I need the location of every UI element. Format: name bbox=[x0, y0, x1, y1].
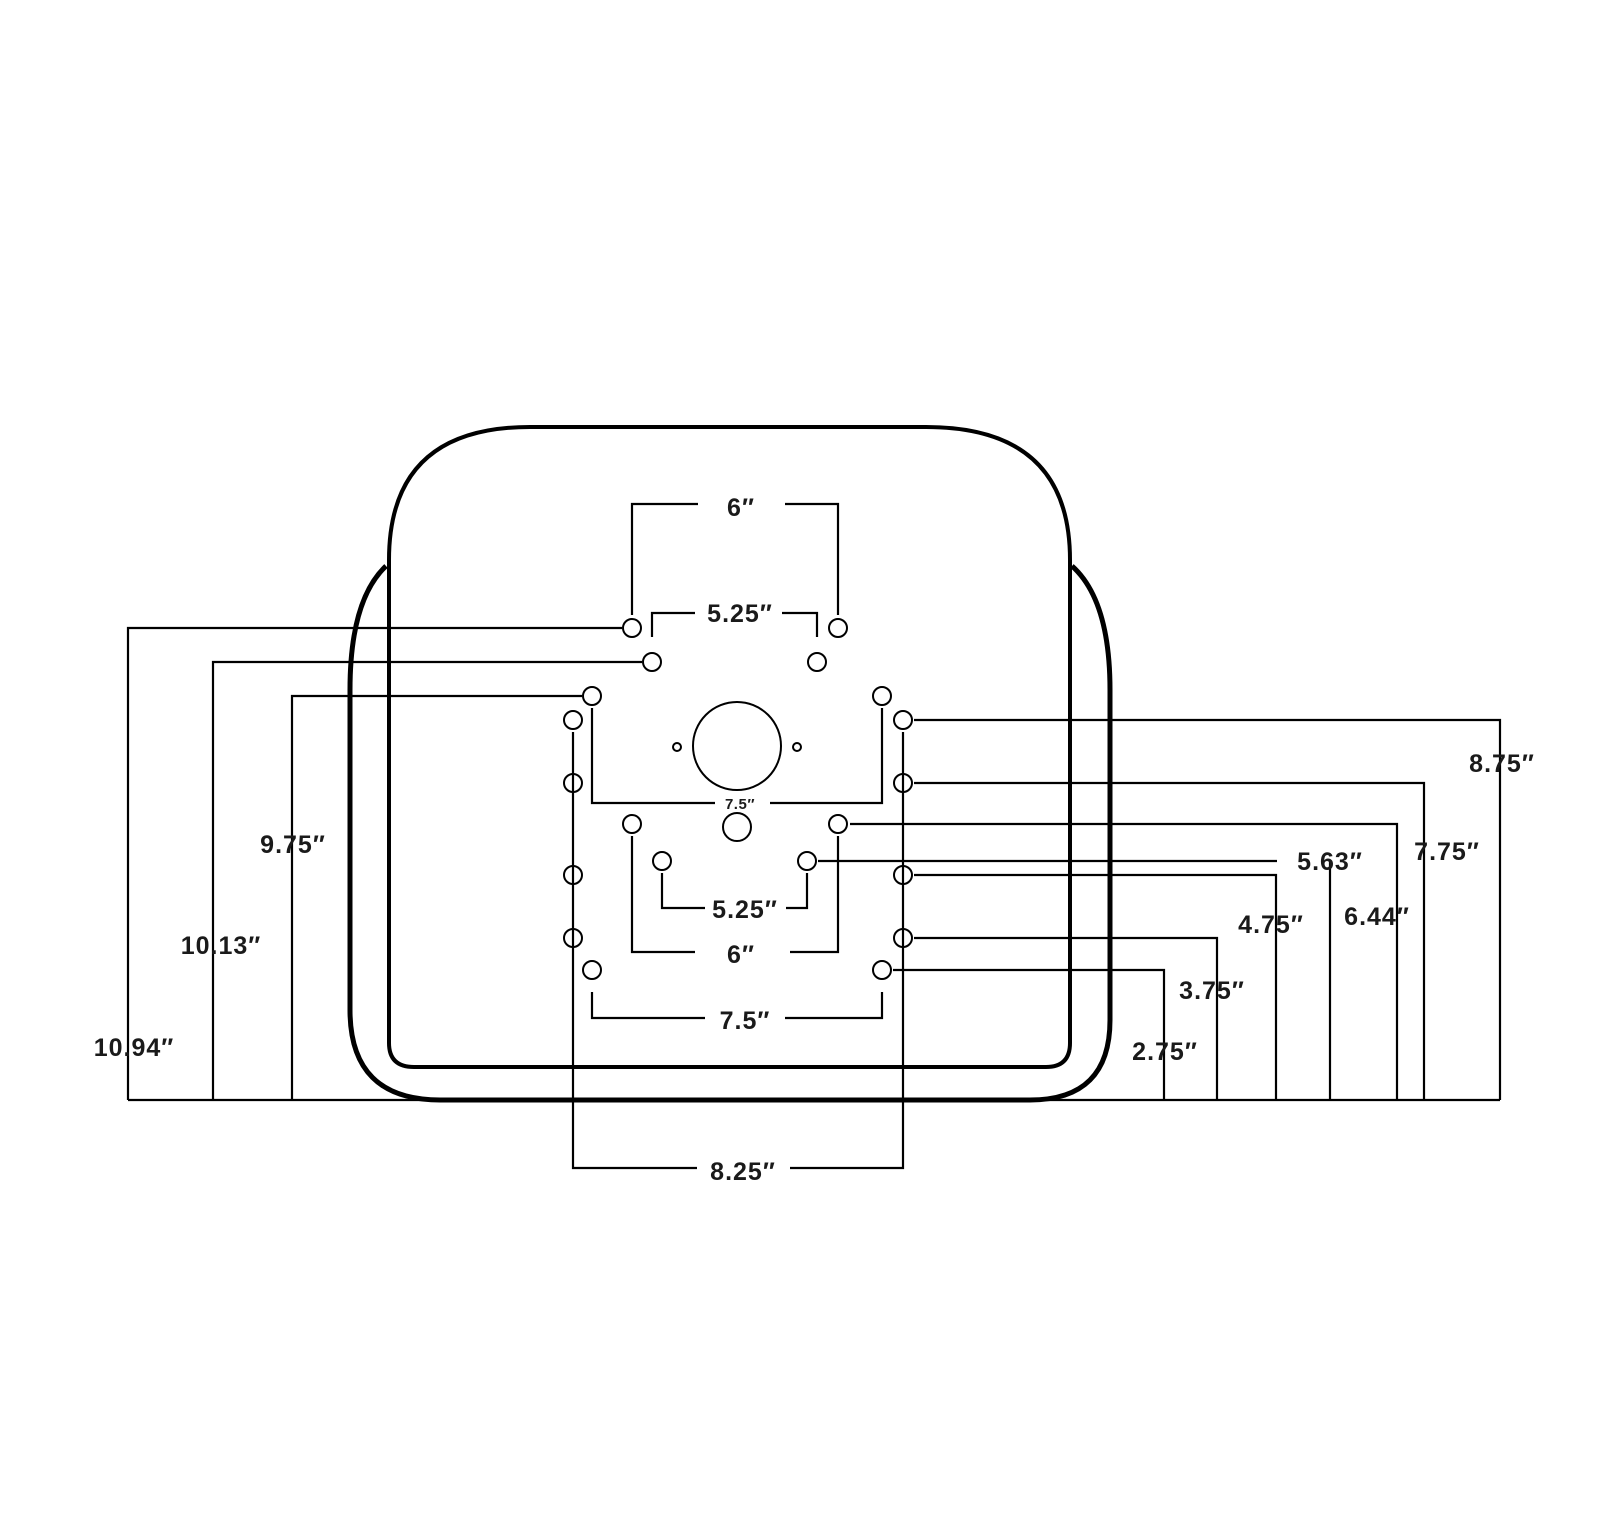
dim-right-275 bbox=[893, 968, 1166, 1100]
label-right-775: 7.75″ bbox=[1414, 838, 1480, 866]
label-left-1094: 10.94″ bbox=[94, 1034, 175, 1062]
center-small-hole-left bbox=[672, 742, 682, 752]
dim-top-525-bracket bbox=[650, 611, 819, 637]
label-bottom-width-825: 8.25″ bbox=[710, 1158, 776, 1186]
dim-middle-6-bracket bbox=[630, 836, 840, 954]
label-middle-width-inner: 5.25″ bbox=[712, 896, 778, 924]
label-center-small: 7.5″ bbox=[725, 796, 755, 813]
mounting-holes bbox=[563, 618, 913, 980]
hole-75-bottom-left bbox=[582, 960, 602, 980]
label-left-975: 9.75″ bbox=[260, 831, 326, 859]
hole-75-top-right bbox=[872, 686, 892, 706]
dim-top-6-bracket bbox=[630, 502, 840, 615]
label-top-width-outer: 6″ bbox=[727, 494, 755, 522]
dim-right-475 bbox=[914, 873, 1278, 1100]
center-lower-hole bbox=[722, 812, 752, 842]
hole-6-mid-left bbox=[622, 814, 642, 834]
dim-middle-525-bracket bbox=[660, 873, 809, 910]
hole-6-mid-right bbox=[828, 814, 848, 834]
hole-825-row1-left bbox=[563, 710, 583, 730]
dim-right-644 bbox=[850, 822, 1399, 1100]
center-large-hole bbox=[692, 701, 782, 791]
label-left-1013: 10.13″ bbox=[181, 932, 262, 960]
hole-6-top-left bbox=[622, 618, 642, 638]
hole-75-bottom-right bbox=[872, 960, 892, 980]
hole-75-top-left bbox=[582, 686, 602, 706]
label-right-563: 5.63″ bbox=[1297, 848, 1363, 876]
hole-525-mid-left bbox=[652, 851, 672, 871]
hole-525-top-left bbox=[642, 652, 662, 672]
seat-inner-outline bbox=[387, 425, 1072, 1069]
hole-525-top-right bbox=[807, 652, 827, 672]
dim-left-1013 bbox=[211, 660, 642, 1100]
dim-right-375 bbox=[914, 936, 1219, 1100]
dim-left-975 bbox=[290, 694, 582, 1100]
dim-right-875 bbox=[914, 718, 1502, 1100]
hole-525-mid-right bbox=[797, 851, 817, 871]
label-right-475: 4.75″ bbox=[1238, 911, 1304, 939]
label-right-644: 6.44″ bbox=[1344, 903, 1410, 931]
label-middle-width-outer: 6″ bbox=[727, 941, 755, 969]
hole-825-row1-right bbox=[893, 710, 913, 730]
label-right-875: 8.75″ bbox=[1469, 750, 1535, 778]
dim-right-563 bbox=[818, 859, 1332, 1100]
dim-right-775 bbox=[914, 781, 1426, 1100]
label-top-width-inner: 5.25″ bbox=[707, 600, 773, 628]
label-bottom-width-75: 7.5″ bbox=[720, 1007, 771, 1035]
label-right-375: 3.75″ bbox=[1179, 977, 1245, 1005]
dim-left-1094 bbox=[126, 626, 622, 1100]
center-small-hole-right bbox=[792, 742, 802, 752]
label-right-275: 2.75″ bbox=[1132, 1038, 1198, 1066]
hole-6-top-right bbox=[828, 618, 848, 638]
dim-825-bracket bbox=[571, 732, 905, 1170]
dim-bottom-75-bracket bbox=[590, 992, 884, 1020]
dim-center-75-bracket bbox=[590, 708, 884, 805]
